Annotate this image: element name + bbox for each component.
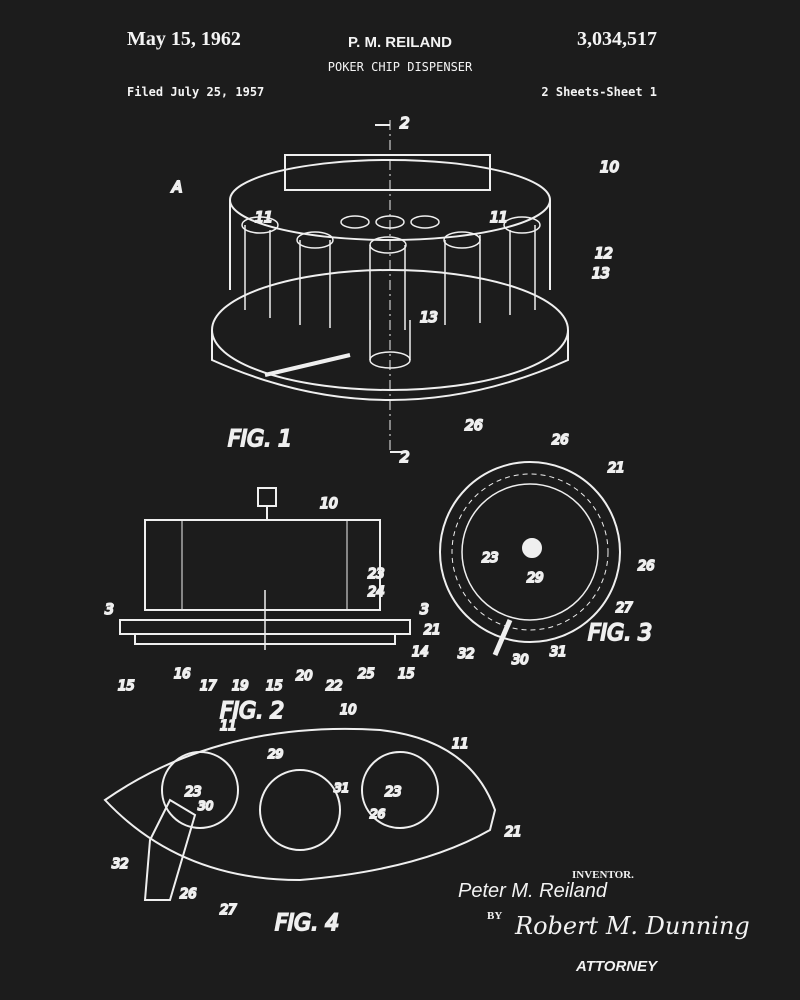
patent-date: May 15, 1962 [127,28,241,50]
fig1-label: A [171,178,182,196]
fig2-label: 15 [398,667,415,682]
fig3-label: 30 [512,653,529,668]
fig2-label: 24 [368,585,385,600]
inventor-label: INVENTOR. [572,869,634,881]
fig2-label: 3 [105,602,114,618]
fig1-label: 26 [465,418,483,434]
sheet-count: 2 Sheets-Sheet 1 [541,85,657,99]
fig2-label: 15 [266,679,283,694]
fig2-label: 3 [420,602,429,618]
fig3-label: 23 [482,551,499,566]
fig2-caption: FIG. 2 [220,699,284,724]
inventor-name: Peter M. Reiland [458,880,607,902]
fig3-label: 32 [458,647,475,662]
attorney-signature: Robert M. Dunning [515,912,750,940]
fig1-label: 11 [255,210,273,226]
fig4-label: 10 [340,703,357,718]
fig4-label: 21 [505,825,522,840]
fig3-label: 26 [552,433,569,448]
fig1-label: 13 [420,310,438,326]
fig2-label: 25 [358,667,375,682]
fig1-label: 13 [592,266,610,282]
fig4-label: 26 [370,807,386,821]
fig3-label: 27 [616,601,633,616]
fig1-caption: FIG. 1 [228,427,292,452]
fig2-label: 22 [326,679,343,694]
fig2-label: 21 [424,623,441,638]
fig1-label: 12 [595,246,613,262]
by-label: BY [487,910,503,922]
fig1-label: 2 [400,448,410,466]
fig3-label: 21 [608,461,625,476]
fig1-label: 10 [600,158,619,176]
fig2-label: 17 [200,679,217,694]
patent-number: 3,034,517 [577,28,657,50]
inventor-header: P. M. REILAND [348,34,452,51]
filed-date: Filed July 25, 1957 [127,85,265,99]
fig2-label: 20 [296,669,313,684]
fig4-label: 23 [185,785,202,800]
fig3-caption: FIG. 3 [588,621,652,646]
fig1-label: 11 [490,210,508,226]
fig3-label: 29 [527,571,544,586]
fig4-caption: FIG. 4 [275,911,339,936]
figure-1: 2 A 10 11 11 12 13 13 26 2 FIG. 1 [170,113,620,467]
fig3-label: 31 [550,645,567,660]
fig4-label: 11 [220,719,237,734]
fig2-label: 15 [118,679,135,694]
fig3-label: 26 [638,559,655,574]
figure-2: 10 23 24 3 3 21 14 15 16 17 19 15 20 22 … [104,487,442,725]
fig2-label: 14 [412,645,429,660]
fig4-label: 32 [112,857,129,872]
fig4-label: 30 [198,799,214,813]
figure-4: 11 10 11 29 31 23 23 30 26 21 32 26 27 F… [103,702,523,937]
fig4-label: 29 [268,747,283,761]
fig1-label: 2 [400,114,410,132]
fig4-label: 31 [334,781,349,795]
attorney-label: ATTORNEY [576,958,658,975]
fig4-label: 27 [220,903,237,918]
fig4-label: 26 [180,887,197,902]
figure-3: 26 21 23 26 29 27 32 30 31 FIG. 3 [439,432,656,669]
fig2-label: 19 [232,679,249,694]
fig4-label: 23 [385,785,402,800]
fig2-label: 10 [320,496,338,512]
patent-title: POKER CHIP DISPENSER [327,60,473,74]
fig2-label: 23 [368,567,385,582]
fig4-label: 11 [452,737,469,752]
fig2-label: 16 [174,667,191,682]
